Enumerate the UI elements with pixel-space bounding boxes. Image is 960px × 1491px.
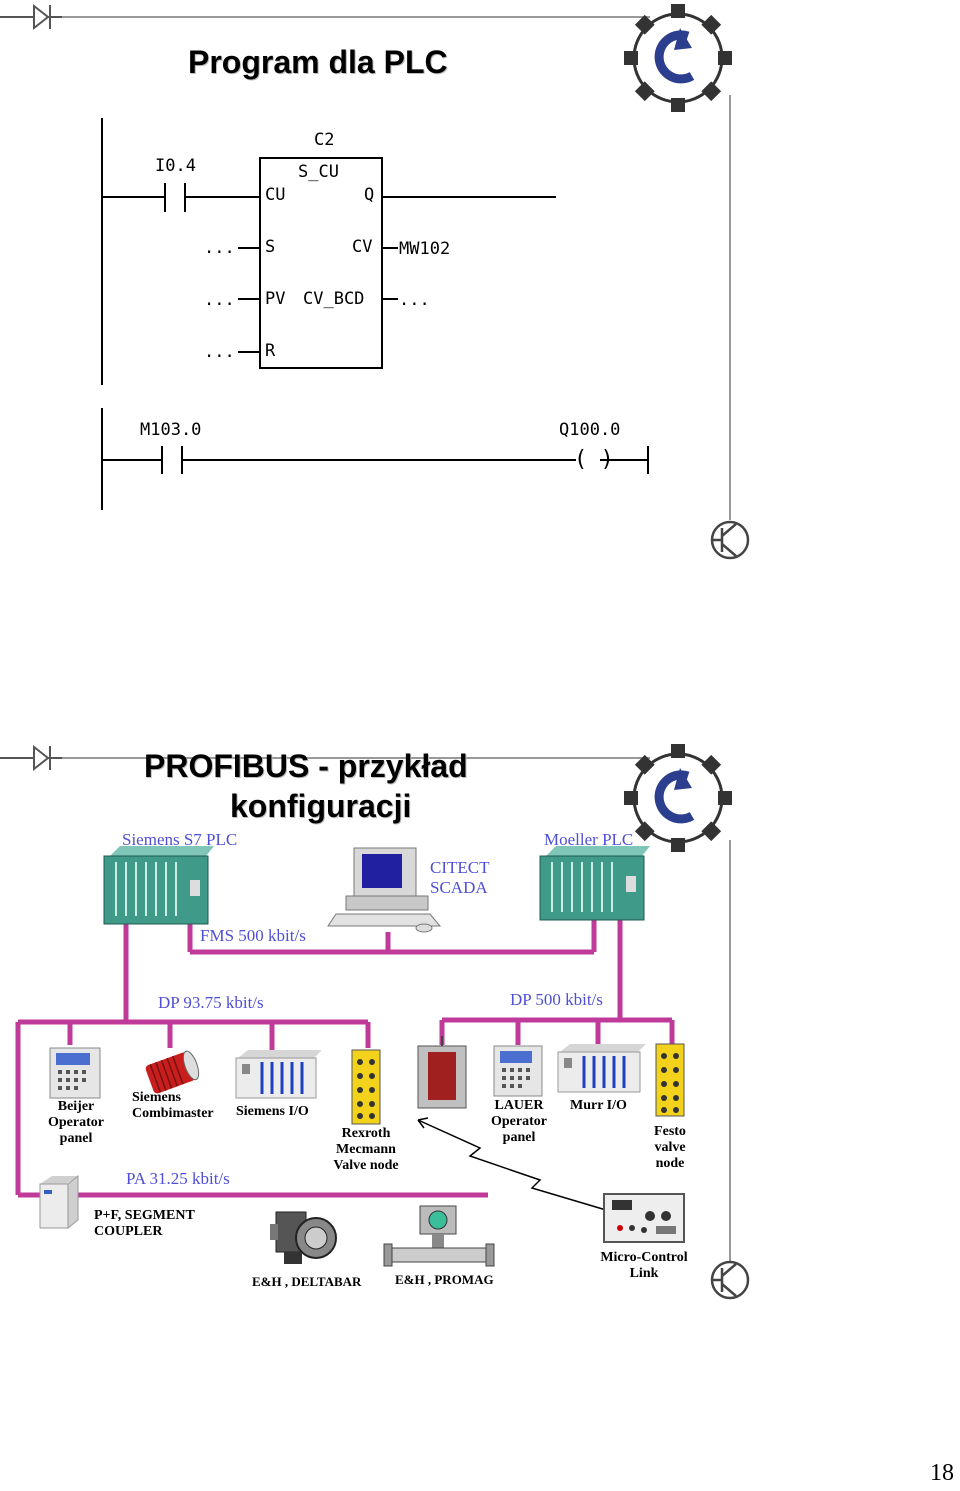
dp-link-device-icon bbox=[417, 1036, 467, 1109]
rexroth-label-line2: Mecmann bbox=[336, 1142, 396, 1158]
coil-label: Q100.0 bbox=[559, 420, 621, 440]
lauer-label-line2: Operator bbox=[491, 1114, 547, 1130]
microcontrol-label-line2: Link bbox=[629, 1266, 659, 1282]
siemens-s7-plc-icon bbox=[103, 846, 214, 925]
cv-output-label: MW102 bbox=[399, 239, 451, 259]
segment-coupler-icon bbox=[39, 1174, 79, 1230]
combimaster-label: Siemens Combimaster bbox=[132, 1090, 214, 1122]
profibus-lines bbox=[15, 918, 675, 1198]
festo-label: Festo valve node bbox=[640, 1124, 700, 1172]
slide2-title-line1: PROFIBUS - przykład bbox=[144, 748, 468, 784]
combimaster-motor-icon bbox=[145, 1050, 200, 1094]
lauer-label-line1: LAUER bbox=[494, 1098, 544, 1113]
ellipsis-cvbcd: ... bbox=[399, 290, 430, 310]
pin-cv-bcd: CV_BCD bbox=[303, 289, 365, 309]
scada-label-line1: CITECT bbox=[430, 858, 490, 877]
wireless-link bbox=[417, 1117, 607, 1211]
pin-pv: PV bbox=[265, 289, 286, 309]
festo-label-line3: node bbox=[655, 1156, 685, 1172]
beijer-label: Beijer Operator panel bbox=[40, 1099, 112, 1147]
coil-symbol: ( ) bbox=[574, 447, 614, 472]
pin-cu: CU bbox=[265, 185, 286, 205]
scada-computer-icon bbox=[327, 847, 442, 933]
pa-bus-label: PA 31.25 kbit/s bbox=[126, 1169, 230, 1188]
promag-label: E&H , PROMAG bbox=[395, 1272, 494, 1287]
festo-valve-node-icon bbox=[655, 1043, 685, 1117]
rexroth-label-line3: Valve node bbox=[333, 1158, 399, 1174]
beijer-label-line3: panel bbox=[59, 1131, 93, 1147]
promag-flowmeter-icon bbox=[383, 1205, 495, 1267]
input-contact-label: I0.4 bbox=[155, 156, 196, 176]
deltabar-label: E&H , DELTABAR bbox=[252, 1274, 362, 1289]
slide2-title-line2: konfiguracji bbox=[230, 788, 412, 824]
beijer-label-line1: Beijer bbox=[57, 1099, 95, 1114]
block-type: S_CU bbox=[298, 162, 339, 182]
pin-r: R bbox=[265, 341, 276, 361]
deltabar-transmitter-icon bbox=[270, 1211, 337, 1264]
pin-s: S bbox=[265, 237, 276, 257]
rexroth-valve-node-icon bbox=[351, 1049, 381, 1125]
combimaster-label-line2: Combimaster bbox=[132, 1106, 214, 1122]
contact2-label: M103.0 bbox=[140, 420, 202, 440]
rexroth-label-line1: Rexroth bbox=[341, 1126, 391, 1141]
festo-label-line2: valve bbox=[654, 1140, 686, 1156]
arrow-icon bbox=[0, 744, 62, 772]
ladder-network-2 bbox=[101, 408, 649, 510]
fms-bus-label: FMS 500 kbit/s bbox=[200, 926, 306, 945]
ellipsis-s: ... bbox=[204, 238, 235, 258]
micro-control-link-icon bbox=[603, 1193, 685, 1243]
coupler-label-line2: COUPLER bbox=[94, 1224, 163, 1240]
microcontrol-label-line1: Micro-Control bbox=[600, 1250, 688, 1265]
dp1-bus-label: DP 93.75 kbit/s bbox=[158, 993, 264, 1012]
counter-name: C2 bbox=[314, 130, 335, 150]
coupler-label: P+F, SEGMENT COUPLER bbox=[94, 1208, 195, 1240]
gear-logo-icon bbox=[624, 744, 732, 852]
siemens-plc-label: Siemens S7 PLC bbox=[122, 830, 238, 849]
siemens-io-label: Siemens I/O bbox=[236, 1104, 309, 1119]
slide1-title: Program dla PLC bbox=[188, 44, 448, 80]
lauer-panel-icon bbox=[493, 1045, 543, 1097]
combimaster-label-line1: Siemens bbox=[132, 1090, 181, 1105]
transistor-icon bbox=[710, 1260, 750, 1300]
page-number: 18 bbox=[930, 1460, 954, 1486]
gear-logo-icon bbox=[624, 4, 732, 112]
pin-q: Q bbox=[364, 185, 375, 205]
arrow-icon bbox=[0, 3, 62, 31]
murr-io-label: Murr I/O bbox=[570, 1098, 627, 1113]
murr-io-icon bbox=[557, 1044, 646, 1093]
moeller-plc-icon bbox=[539, 846, 650, 921]
beijer-label-line2: Operator bbox=[48, 1115, 104, 1131]
rexroth-label: Rexroth Mecmann Valve node bbox=[326, 1126, 406, 1174]
ladder-network-1 bbox=[101, 118, 556, 385]
scada-label-line2: SCADA bbox=[430, 878, 488, 897]
lauer-label: LAUER Operator panel bbox=[484, 1098, 554, 1146]
transistor-icon bbox=[710, 520, 750, 560]
siemens-io-icon bbox=[235, 1050, 322, 1099]
moeller-plc-label: Moeller PLC bbox=[544, 830, 634, 849]
coupler-label-line1: P+F, SEGMENT bbox=[94, 1208, 195, 1223]
beijer-panel-icon bbox=[49, 1047, 101, 1099]
festo-label-line1: Festo bbox=[654, 1124, 686, 1139]
lauer-label-line3: panel bbox=[502, 1130, 536, 1146]
ellipsis-r: ... bbox=[204, 342, 235, 362]
pin-cv: CV bbox=[352, 237, 373, 257]
ellipsis-pv: ... bbox=[204, 290, 235, 310]
dp2-bus-label: DP 500 kbit/s bbox=[510, 990, 603, 1009]
microcontrol-label: Micro-Control Link bbox=[596, 1250, 692, 1282]
